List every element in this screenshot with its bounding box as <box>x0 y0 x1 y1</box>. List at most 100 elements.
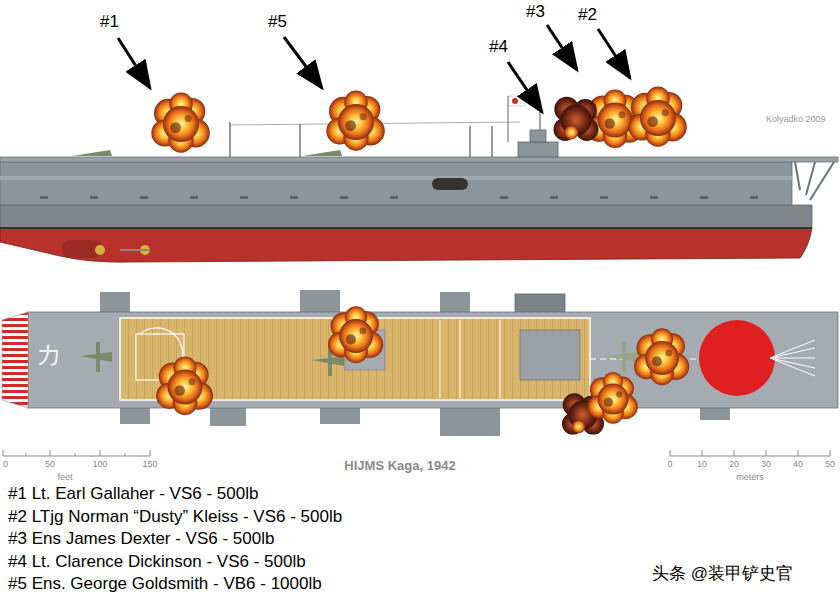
scale-bars-part <box>734 450 735 456</box>
scale-bars-part <box>3 456 150 457</box>
side-view-part-part <box>90 196 98 199</box>
watermark: 头条 @装甲铲史官 <box>652 564 793 584</box>
top-view-part <box>606 342 638 372</box>
scale-number: 20 <box>729 459 739 469</box>
bomb-hits-part <box>328 306 383 363</box>
legend-line: #3 Ens James Dexter - VS6 - 500lb <box>8 529 274 549</box>
side-view-part-part <box>550 196 558 199</box>
top-view <box>2 290 838 436</box>
side-view-part-part <box>700 196 708 199</box>
scale-bars-part <box>125 453 126 456</box>
leader-arrows-part <box>118 38 150 88</box>
scale-bars-part <box>26 453 27 456</box>
side-view-part <box>530 130 546 142</box>
side-view-part <box>432 178 468 190</box>
side-view-part-part <box>240 196 248 199</box>
bomb-hits-part <box>628 87 687 147</box>
legend-line: #2 LTjg Norman “Dusty” Kleiss - VS6 - 50… <box>8 507 342 527</box>
callout-number: #4 <box>489 37 508 57</box>
scale-number: 0 <box>667 459 672 469</box>
scale-bars-part <box>670 450 671 456</box>
scale-bars-part <box>50 450 51 456</box>
side-view-part-part <box>750 196 758 199</box>
top-view-part <box>2 312 28 408</box>
scale-number: 30 <box>761 459 771 469</box>
legend-line: #1 Lt. Earl Gallaher - VS6 - 500lb <box>8 484 258 504</box>
scale-number: 0 <box>3 459 8 469</box>
scale-unit: feet <box>57 472 72 482</box>
scale-bars-part <box>702 450 703 456</box>
callout-number: #2 <box>578 5 597 25</box>
scale-number: 50 <box>45 459 55 469</box>
top-view-part <box>210 406 246 426</box>
scale-bars-part <box>75 453 76 456</box>
top-view-part <box>120 406 150 424</box>
side-view-part-part <box>40 196 48 199</box>
side-view-part <box>539 100 540 130</box>
top-view-part <box>100 292 130 314</box>
scale-bars <box>3 450 830 456</box>
bomb-hits-part <box>587 372 637 424</box>
side-view-part <box>795 162 800 190</box>
top-view-part <box>500 320 501 398</box>
top-view-part <box>440 406 500 436</box>
side-view-part <box>0 162 792 207</box>
side-view-part <box>299 124 301 157</box>
side-view-part <box>0 228 812 262</box>
side-view-part-part <box>650 196 658 199</box>
watermark: Kolyadko 2009 <box>766 114 826 124</box>
scale-number: 100 <box>92 459 107 469</box>
side-view-part <box>508 96 509 142</box>
side-view-part <box>512 98 518 104</box>
side-view-part <box>72 150 112 156</box>
top-view-part <box>28 312 838 408</box>
side-view <box>0 96 838 262</box>
side-view-part <box>229 122 231 157</box>
leader-arrows-part <box>284 37 322 88</box>
top-view-part <box>80 342 112 372</box>
side-view-part <box>518 142 558 157</box>
bomb-hits <box>151 87 689 435</box>
top-view-part <box>440 320 441 398</box>
side-view-part-part <box>140 196 148 199</box>
title: HIJMS Kaga, 1942 <box>344 459 455 474</box>
side-view-part <box>0 176 792 180</box>
side-view-part <box>0 157 838 162</box>
legend-line: #4 Lt. Clarence Dickinson - VS6 - 500lb <box>8 552 306 572</box>
side-view-part <box>469 126 471 157</box>
side-view-part <box>40 196 758 199</box>
legend-line: #5 Ens. George Goldsmith - VB6 - 1000lb <box>8 574 322 594</box>
top-view-part <box>440 292 470 314</box>
side-view-part-part <box>500 196 508 199</box>
bomb-hits-part <box>156 356 213 415</box>
scale-bars-part <box>766 450 767 456</box>
scale-bars-part <box>830 450 831 456</box>
side-view-part <box>302 150 342 156</box>
side-view-part <box>120 249 150 251</box>
bomb-hits-part <box>326 91 385 151</box>
scale-unit: meters <box>736 472 764 482</box>
scale-bars-part <box>798 450 799 456</box>
scale-number: 10 <box>697 459 707 469</box>
scale-bars-part <box>670 456 830 457</box>
side-view-part-part <box>600 196 608 199</box>
leader-arrows-part <box>598 29 630 78</box>
top-view-part <box>140 328 183 360</box>
side-view-part <box>810 162 834 200</box>
side-view-part <box>0 227 812 229</box>
side-view-part-part <box>190 196 198 199</box>
deck-marking: カ <box>36 340 63 370</box>
callout-number: #3 <box>526 2 545 22</box>
bomb-hits-part <box>554 97 599 141</box>
scale-number: 40 <box>793 459 803 469</box>
side-view-part-part <box>390 196 398 199</box>
scale-number: 50 <box>825 459 835 469</box>
bomb-hits-part <box>634 328 689 385</box>
side-view-part <box>491 126 493 157</box>
callout-number: #1 <box>100 12 119 32</box>
scale-bars-part <box>3 450 4 456</box>
top-view-part <box>770 340 815 376</box>
top-view-part <box>520 330 580 380</box>
top-view-part <box>460 320 461 398</box>
